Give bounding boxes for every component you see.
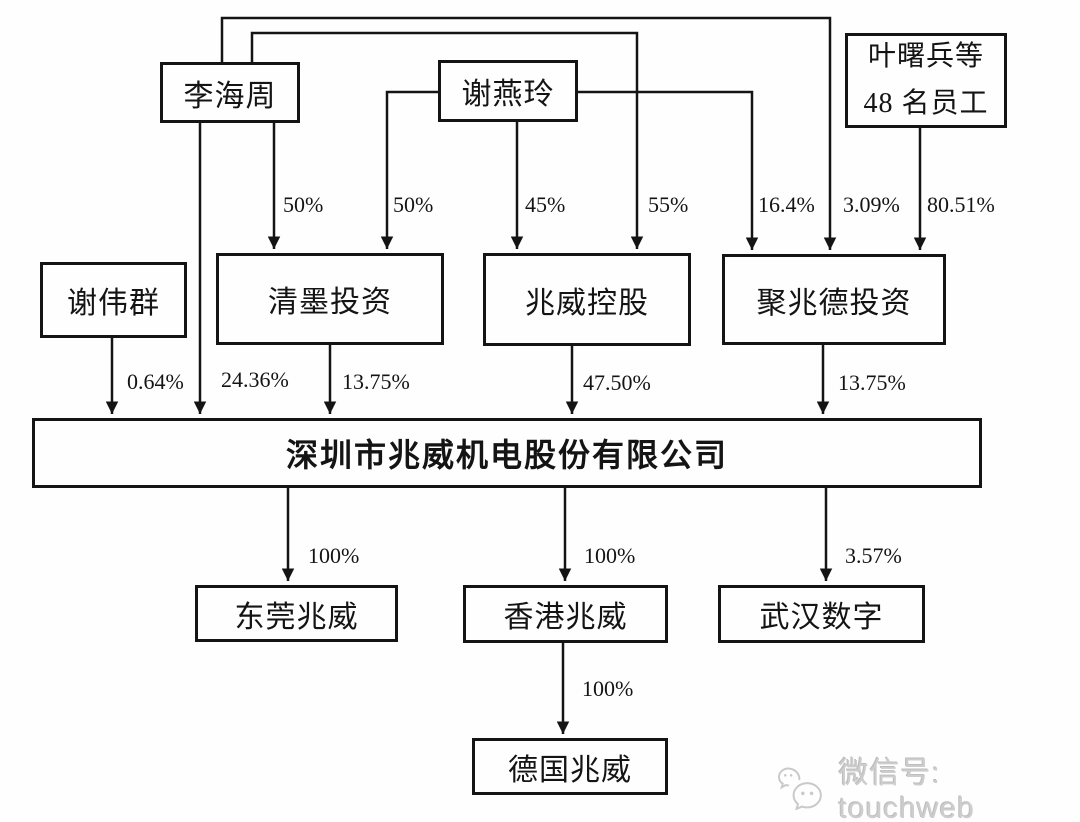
ownership-label-hongkong-to-germany: 100% (582, 676, 634, 701)
node-wuhan-digital: 武汉数字 (718, 585, 925, 643)
node-juzhaode-investment: 聚兆德投资 (722, 254, 946, 345)
node-zhaowei-holdings: 兆威控股 (483, 253, 691, 346)
node-ye-shubing-employees: 叶曙兵等 48 名员工 (845, 33, 1007, 128)
ownership-label-employees-to-juzhaode: 80.51% (927, 192, 995, 217)
ownership-label-qingmo-to-company: 13.75% (342, 369, 410, 394)
node-label: 清墨投资 (268, 286, 392, 319)
ownership-label-li-to-holdings: 55% (648, 192, 689, 217)
node-dongguan-zhaowei: 东莞兆威 (195, 585, 398, 642)
node-label: 东莞兆威 (234, 600, 359, 634)
node-hongkong-zhaowei: 香港兆威 (463, 585, 668, 643)
edge-xie-yanling-to-qingmo (380, 90, 440, 249)
ownership-label-company-to-dongguan: 100% (308, 543, 360, 568)
node-label: 武汉数字 (759, 601, 884, 634)
ownership-label-company-to-hongkong: 100% (584, 543, 636, 568)
edge-li-haizhou-to-juzhaode (220, 16, 837, 250)
ownership-label-xie-to-holdings: 45% (525, 192, 566, 217)
node-qingmo-investment: 清墨投资 (216, 253, 444, 345)
watermark: 微信号: touchweb (778, 748, 1080, 822)
wechat-icon (778, 767, 822, 810)
node-xie-weiqun: 谢伟群 (40, 262, 187, 338)
node-label: 德国兆威 (508, 753, 632, 787)
edge-li-haizhou-to-holdings (250, 31, 644, 249)
node-label: 香港兆威 (503, 601, 628, 634)
ownership-label-juzhaode-to-company: 13.75% (838, 370, 906, 395)
ownership-label-holdings-to-company: 47.50% (583, 370, 651, 395)
node-label: 谢燕玲 (461, 78, 555, 111)
node-germany-zhaowei: 德国兆威 (472, 738, 668, 795)
ownership-label-li-to-company: 24.36% (221, 367, 289, 392)
ownership-label-li-to-juzhaode: 3.09% (843, 192, 900, 217)
node-label: 李海周 (183, 79, 277, 113)
node-li-haizhou: 李海周 (160, 62, 300, 123)
node-label: 兆威控股 (525, 286, 649, 320)
node-main-company: 深圳市兆威机电股份有限公司 (32, 418, 982, 488)
node-xie-yanling: 谢燕玲 (438, 60, 578, 122)
edge-xie-yanling-to-juzhaode (576, 90, 759, 250)
ownership-label-weiqun-to-company: 0.64% (127, 369, 184, 394)
node-label: 聚兆德投资 (756, 286, 912, 320)
node-label-line1: 叶曙兵等 (867, 40, 984, 72)
ownership-label-xie-to-qingmo: 50% (393, 192, 434, 217)
node-label: 深圳市兆威机电股份有限公司 (285, 437, 728, 473)
node-label-line2: 48 名员工 (863, 87, 989, 119)
watermark-text: 微信号: touchweb (838, 757, 975, 822)
ownership-label-li-to-qingmo: 50% (283, 192, 324, 217)
ownership-label-company-to-wuhan: 3.57% (845, 543, 902, 568)
ownership-label-xie-to-juzhaode: 16.4% (758, 192, 815, 217)
node-label: 谢伟群 (67, 287, 160, 320)
